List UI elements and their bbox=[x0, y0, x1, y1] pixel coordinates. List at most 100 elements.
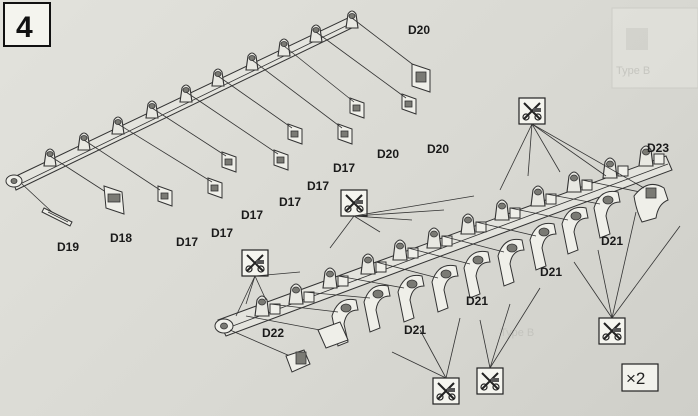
label-d17-f: D17 bbox=[176, 235, 198, 249]
leader-line bbox=[531, 123, 561, 173]
leader-line bbox=[185, 91, 279, 155]
leader-line bbox=[527, 123, 533, 177]
leader-line bbox=[531, 123, 607, 177]
cutter-icon-group bbox=[241, 97, 626, 405]
label-d20-mid: D20 bbox=[377, 147, 399, 161]
leader-line bbox=[375, 261, 439, 279]
label-d22: D22 bbox=[262, 326, 284, 340]
suspension-arm-mount bbox=[179, 84, 193, 103]
step-number-box: 4 bbox=[3, 2, 51, 47]
bracket-part bbox=[401, 93, 417, 115]
leader-line bbox=[611, 225, 681, 319]
leader-line bbox=[489, 303, 511, 369]
quantity-multiplier: ×2 bbox=[621, 363, 659, 392]
leader-line bbox=[573, 261, 613, 319]
leader-line bbox=[419, 329, 447, 379]
leader-line bbox=[245, 315, 321, 331]
suspension-arm-mount bbox=[322, 267, 349, 289]
leader-line bbox=[337, 275, 405, 289]
suspension-arm-mount bbox=[309, 24, 323, 43]
multiplier-text: ×2 bbox=[626, 369, 645, 388]
leader-line bbox=[49, 155, 113, 197]
leader-line bbox=[479, 319, 491, 369]
faded-bottom-text: Type B bbox=[500, 327, 534, 339]
suspension-arm-mount bbox=[360, 253, 387, 275]
part-d18 bbox=[103, 185, 125, 215]
leader-line bbox=[353, 195, 475, 217]
cut-from-sprue-icon bbox=[518, 97, 546, 125]
upper-parts bbox=[157, 93, 417, 207]
suspension-arm-mount bbox=[392, 239, 419, 261]
leader-line bbox=[475, 221, 537, 237]
bracket-part bbox=[273, 149, 289, 171]
suspension-arm-mount bbox=[460, 213, 487, 235]
leader-line bbox=[441, 235, 505, 253]
suspension-arm-mount bbox=[245, 52, 259, 71]
leader-line bbox=[351, 17, 421, 71]
label-d17-b: D17 bbox=[307, 179, 329, 193]
leader-line bbox=[353, 215, 413, 221]
part-d21 bbox=[497, 238, 525, 287]
step-number: 4 bbox=[16, 11, 33, 44]
bracket-part bbox=[221, 151, 237, 173]
suspension-arm-mount bbox=[43, 148, 57, 167]
faded-tab: Type B bbox=[611, 7, 698, 89]
leader-line bbox=[283, 45, 355, 103]
part-d23 bbox=[633, 183, 669, 223]
leader-line bbox=[21, 183, 53, 213]
leader-line bbox=[217, 75, 293, 129]
lower-leader-lines bbox=[229, 179, 641, 357]
suspension-arm-mount bbox=[288, 283, 315, 305]
suspension-arm-mount bbox=[145, 100, 159, 119]
leader-line bbox=[315, 31, 407, 99]
suspension-arm-mount bbox=[111, 116, 125, 135]
bracket-part bbox=[337, 123, 353, 145]
part-d21 bbox=[463, 250, 491, 299]
label-d21-a: D21 bbox=[601, 234, 623, 248]
label-d19: D19 bbox=[57, 240, 79, 254]
cutter-leader-lines bbox=[235, 123, 681, 379]
leader-line bbox=[254, 271, 301, 277]
bracket-part bbox=[349, 97, 365, 119]
label-d17-a: D17 bbox=[333, 161, 355, 175]
leader-line bbox=[245, 275, 256, 305]
label-d17-c: D17 bbox=[279, 195, 301, 209]
label-d17-d: D17 bbox=[241, 208, 263, 222]
part-d20-top bbox=[411, 63, 431, 93]
bracket-part bbox=[207, 177, 223, 199]
leader-line bbox=[303, 291, 371, 299]
leader-line bbox=[391, 351, 447, 379]
leader-line bbox=[329, 215, 355, 249]
leader-line bbox=[509, 207, 569, 221]
faded-tab-text: Type B bbox=[616, 65, 650, 77]
suspension-arm-mount bbox=[494, 199, 521, 221]
cut-from-sprue-icon bbox=[340, 189, 368, 217]
leader-line bbox=[235, 275, 256, 317]
leader-line bbox=[353, 215, 381, 233]
part-labels: D20 D20 D20 D17 D17 D17 D17 D17 D17 D18 … bbox=[57, 23, 669, 340]
leader-line bbox=[545, 193, 601, 205]
leader-line bbox=[269, 303, 339, 313]
part-d21 bbox=[397, 274, 425, 323]
suspension-arm-mount bbox=[426, 227, 453, 249]
label-d20-right: D20 bbox=[427, 142, 449, 156]
bracket-part bbox=[157, 185, 173, 207]
leader-line bbox=[254, 275, 267, 301]
label-d18: D18 bbox=[110, 231, 132, 245]
label-d21-b: D21 bbox=[540, 265, 562, 279]
part-d19 bbox=[41, 207, 73, 227]
cut-from-sprue-icon bbox=[241, 249, 269, 277]
leader-line bbox=[151, 107, 227, 157]
leader-line bbox=[581, 179, 641, 193]
part-d21 bbox=[363, 284, 391, 333]
label-d17-e: D17 bbox=[211, 226, 233, 240]
leader-line bbox=[499, 123, 533, 191]
cut-from-sprue-icon bbox=[476, 367, 504, 395]
leader-line bbox=[489, 287, 541, 369]
leader-line bbox=[407, 247, 471, 265]
suspension-arm-mount bbox=[254, 295, 281, 317]
part-d21 bbox=[431, 264, 459, 313]
part-d21 bbox=[561, 206, 589, 255]
